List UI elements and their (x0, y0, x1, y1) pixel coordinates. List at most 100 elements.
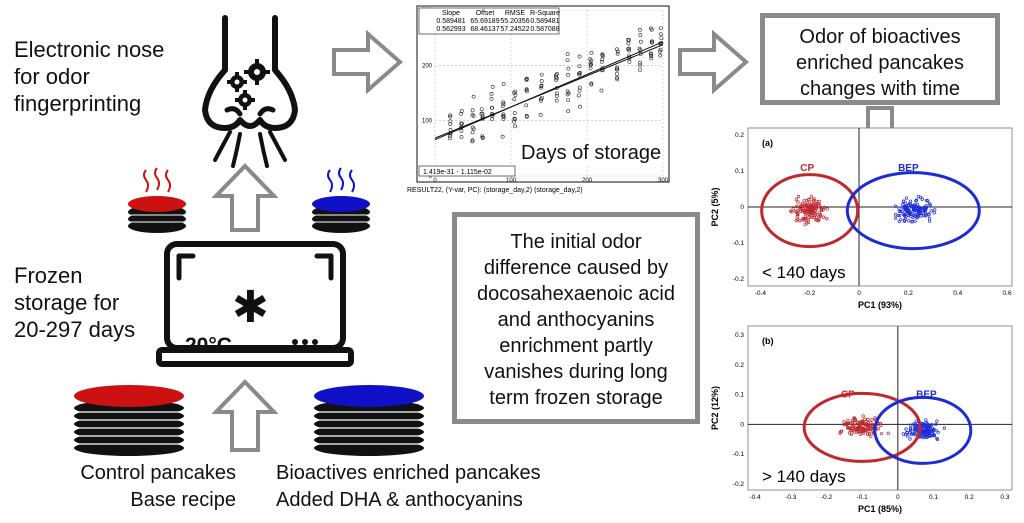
x-axis-label: PC1 (85%) (858, 504, 902, 514)
data-point (659, 36, 664, 41)
data-point (565, 58, 570, 63)
data-point (649, 56, 654, 61)
data-point (898, 209, 903, 213)
data-point (873, 416, 877, 420)
y-tick-label: -0.1 (733, 451, 745, 458)
y-tick-label: 0 (740, 421, 744, 428)
data-point (893, 213, 898, 217)
data-point (912, 431, 917, 436)
y-tick-label: 200 (422, 63, 433, 69)
data-point (866, 417, 870, 422)
data-point (818, 212, 823, 217)
data-point (812, 197, 816, 201)
data-point (614, 47, 619, 52)
control-label: Control pancakes Base recipe (80, 462, 236, 511)
data-point (470, 125, 475, 130)
data-point (911, 209, 915, 214)
data-point (801, 208, 805, 213)
data-point (822, 205, 827, 210)
data-point (470, 108, 475, 113)
data-point (825, 207, 829, 211)
data-point (459, 135, 464, 139)
data-point (638, 33, 643, 37)
data-point (615, 49, 620, 54)
data-point (448, 122, 453, 127)
x-tick-label: 0.2 (904, 290, 913, 297)
panel-label: (b) (762, 336, 774, 346)
data-point (857, 430, 861, 434)
data-point (576, 93, 581, 98)
data-point (869, 421, 873, 425)
data-point (791, 207, 795, 211)
data-point (919, 195, 923, 200)
data-point (554, 76, 559, 81)
data-point (901, 212, 906, 216)
data-point (908, 202, 912, 206)
data-point (589, 81, 594, 86)
data-point (903, 201, 908, 205)
data-point (448, 119, 453, 124)
data-point (577, 64, 582, 69)
data-point (904, 427, 908, 431)
data-point (470, 138, 475, 143)
data-point (805, 201, 810, 205)
data-point (813, 204, 818, 208)
data-point (907, 209, 911, 214)
x-tick-label: 0 (857, 290, 861, 297)
data-point (638, 67, 642, 72)
data-point (447, 136, 452, 141)
data-point (490, 85, 495, 89)
data-point (489, 105, 494, 110)
data-point (796, 194, 801, 199)
data-point (838, 431, 842, 435)
data-point (876, 427, 880, 431)
data-point (913, 427, 917, 431)
data-point (817, 203, 821, 208)
y-tick-label: 0 (429, 174, 433, 180)
data-point (924, 205, 929, 210)
data-point (658, 32, 663, 37)
data-point (817, 202, 821, 206)
data-point (912, 424, 917, 429)
stats-footer: 1.419e-31 - 1.115e-02 (423, 169, 492, 176)
data-point (863, 417, 867, 421)
data-point (936, 430, 940, 435)
y-tick-label: -0.2 (733, 276, 745, 283)
data-point (540, 95, 544, 100)
data-point (893, 216, 898, 220)
data-point (470, 130, 475, 135)
data-point (910, 220, 914, 224)
data-point (615, 65, 620, 70)
data-point (850, 428, 855, 433)
storage-label: Frozen storage for 20-297 days (14, 263, 136, 342)
x-tick-label: 200 (582, 178, 593, 184)
y-tick-label: 0.3 (735, 332, 744, 339)
data-point (555, 91, 559, 96)
data-point (803, 222, 807, 227)
data-point (928, 203, 932, 207)
data-point (471, 94, 476, 99)
data-point (923, 214, 928, 218)
regression-line (434, 44, 664, 139)
data-point (638, 39, 643, 44)
data-point (924, 434, 928, 438)
x-tick-label: 0.2 (965, 494, 974, 501)
data-point (914, 198, 919, 202)
y-tick-label: 0.1 (735, 168, 744, 175)
data-point (600, 57, 605, 62)
data-point (810, 200, 814, 204)
data-point (649, 54, 654, 58)
data-point (931, 428, 935, 432)
data-point (908, 437, 912, 441)
data-point (932, 211, 936, 215)
data-point (860, 419, 864, 423)
data-point (796, 209, 800, 213)
series-label: CP (841, 390, 855, 401)
data-point (470, 112, 475, 117)
data-point (842, 420, 846, 424)
data-point (914, 419, 918, 423)
data-point (577, 88, 582, 93)
stats-header: R-Square (530, 10, 560, 17)
data-point (806, 218, 810, 222)
